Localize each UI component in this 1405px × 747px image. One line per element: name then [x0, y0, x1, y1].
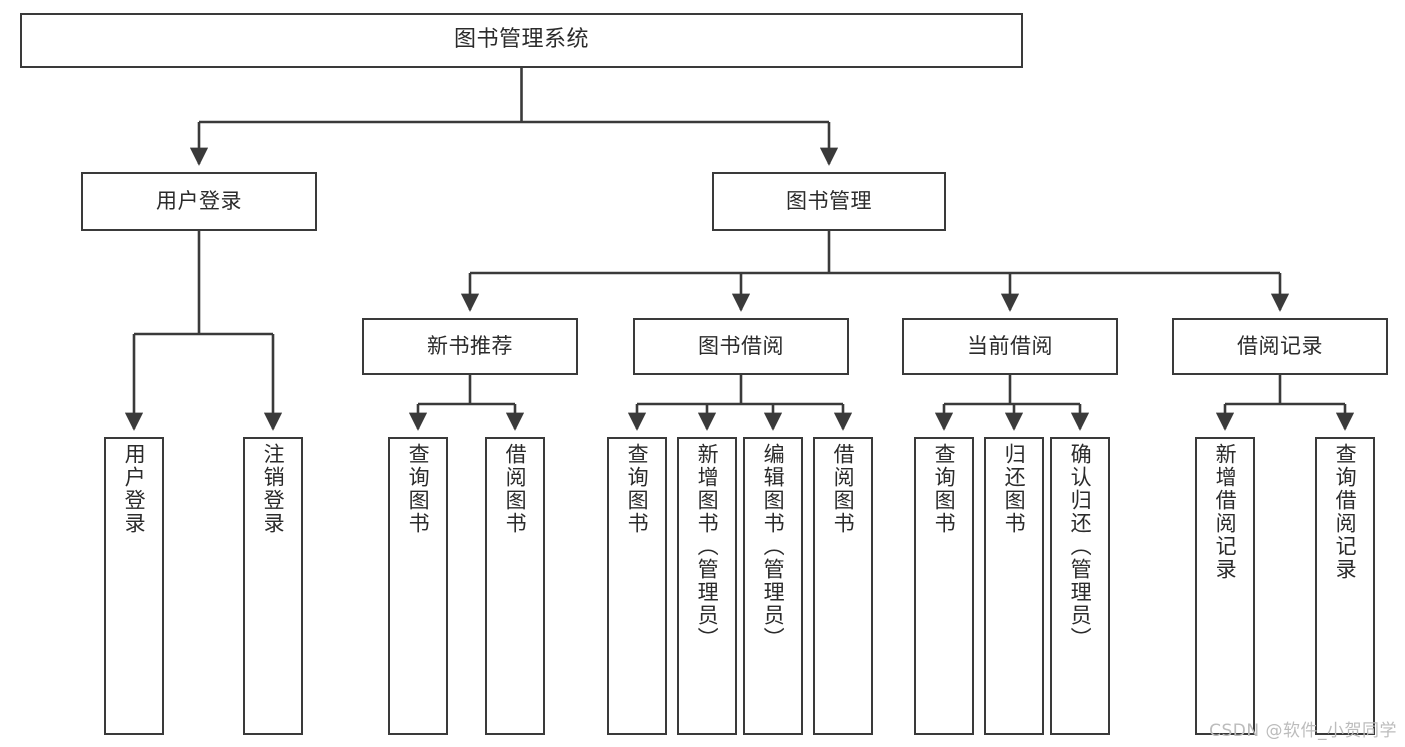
node-label: 归还图书	[1002, 443, 1027, 535]
node-leaf-return-book[interactable]: 归还图书	[984, 437, 1044, 735]
node-label: 图书管理	[786, 188, 872, 213]
node-root-book-management-system[interactable]: 图书管理系统	[20, 13, 1023, 68]
node-book-borrow[interactable]: 图书借阅	[633, 318, 849, 375]
node-leaf-query-book-3[interactable]: 查询图书	[914, 437, 974, 735]
node-label: 注销登录	[261, 443, 286, 535]
node-label: 图书管理系统	[453, 27, 589, 53]
node-leaf-query-record[interactable]: 查询借阅记录	[1315, 437, 1375, 735]
node-label: 查询图书	[932, 443, 957, 535]
node-leaf-query-book-2[interactable]: 查询图书	[607, 437, 667, 735]
node-book-manage[interactable]: 图书管理	[712, 172, 946, 231]
node-leaf-borrow-book-1[interactable]: 借阅图书	[485, 437, 545, 735]
node-label: 查询图书	[625, 443, 650, 535]
node-label: 新书推荐	[427, 333, 513, 358]
node-leaf-user-logout[interactable]: 注销登录	[243, 437, 303, 735]
node-label: 用户登录	[156, 188, 242, 213]
node-label: 新增图书（管理员）	[695, 443, 720, 650]
node-leaf-user-login[interactable]: 用户登录	[104, 437, 164, 735]
node-leaf-edit-book[interactable]: 编辑图书（管理员）	[743, 437, 803, 735]
node-leaf-add-book[interactable]: 新增图书（管理员）	[677, 437, 737, 735]
node-current-borrow[interactable]: 当前借阅	[902, 318, 1118, 375]
node-label: 借阅记录	[1237, 333, 1323, 358]
node-borrow-record[interactable]: 借阅记录	[1172, 318, 1388, 375]
node-label: 当前借阅	[967, 333, 1053, 358]
node-leaf-borrow-book-2[interactable]: 借阅图书	[813, 437, 873, 735]
node-label: 确认归还（管理员）	[1068, 443, 1093, 650]
node-label: 借阅图书	[503, 443, 528, 535]
node-label: 编辑图书（管理员）	[761, 443, 786, 650]
node-label: 查询图书	[406, 443, 431, 535]
node-new-book-recommend[interactable]: 新书推荐	[362, 318, 578, 375]
node-label: 用户登录	[122, 443, 147, 535]
node-label: 查询借阅记录	[1333, 443, 1358, 581]
node-leaf-confirm-return[interactable]: 确认归还（管理员）	[1050, 437, 1110, 735]
node-leaf-add-record[interactable]: 新增借阅记录	[1195, 437, 1255, 735]
node-user-login[interactable]: 用户登录	[81, 172, 317, 231]
node-label: 图书借阅	[698, 333, 784, 358]
node-leaf-query-book-1[interactable]: 查询图书	[388, 437, 448, 735]
node-label: 新增借阅记录	[1213, 443, 1238, 581]
node-label: 借阅图书	[831, 443, 856, 535]
